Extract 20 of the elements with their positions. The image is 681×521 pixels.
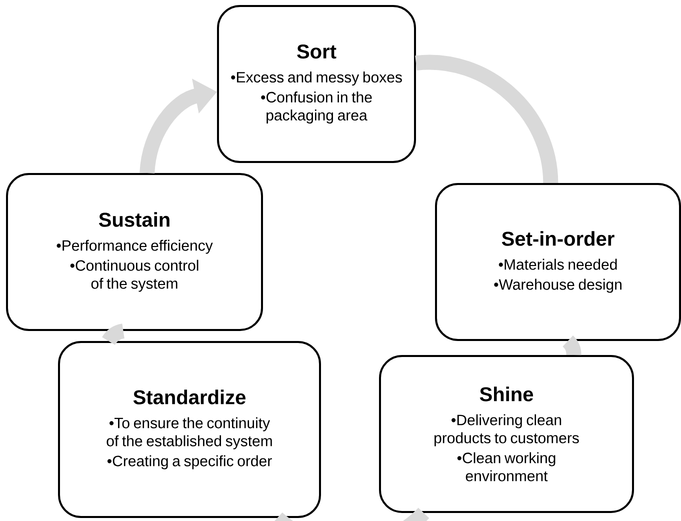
bullet-item: •Delivering clean products to customers xyxy=(434,414,579,446)
process-box xyxy=(435,183,681,341)
box-title: Shine xyxy=(480,386,534,402)
process-box xyxy=(217,5,416,163)
process-box xyxy=(379,354,634,513)
bullet-item: •Creating a specific order xyxy=(107,455,272,470)
bullet-item: •Confusion in the packaging area xyxy=(261,92,372,124)
bullet-item: •Excess and messy boxes xyxy=(231,72,402,86)
box-title: Set-in-order xyxy=(502,231,614,246)
box-title: Sustain xyxy=(98,212,170,227)
bullet-item: •To ensure the continuity of the established system xyxy=(106,417,272,450)
bullet-item: •Materials needed xyxy=(498,258,617,270)
process-box xyxy=(58,340,321,518)
bullet-item: •Clean working environment xyxy=(457,452,556,482)
process-box xyxy=(6,173,263,331)
bullet-item: •Continuous control of the system xyxy=(70,260,198,292)
bullet-item: •Warehouse design xyxy=(494,278,622,293)
box-title: Sort xyxy=(297,44,336,59)
box-title: Standardize xyxy=(133,390,246,404)
bullet-item: •Performance efficiency xyxy=(56,240,213,254)
